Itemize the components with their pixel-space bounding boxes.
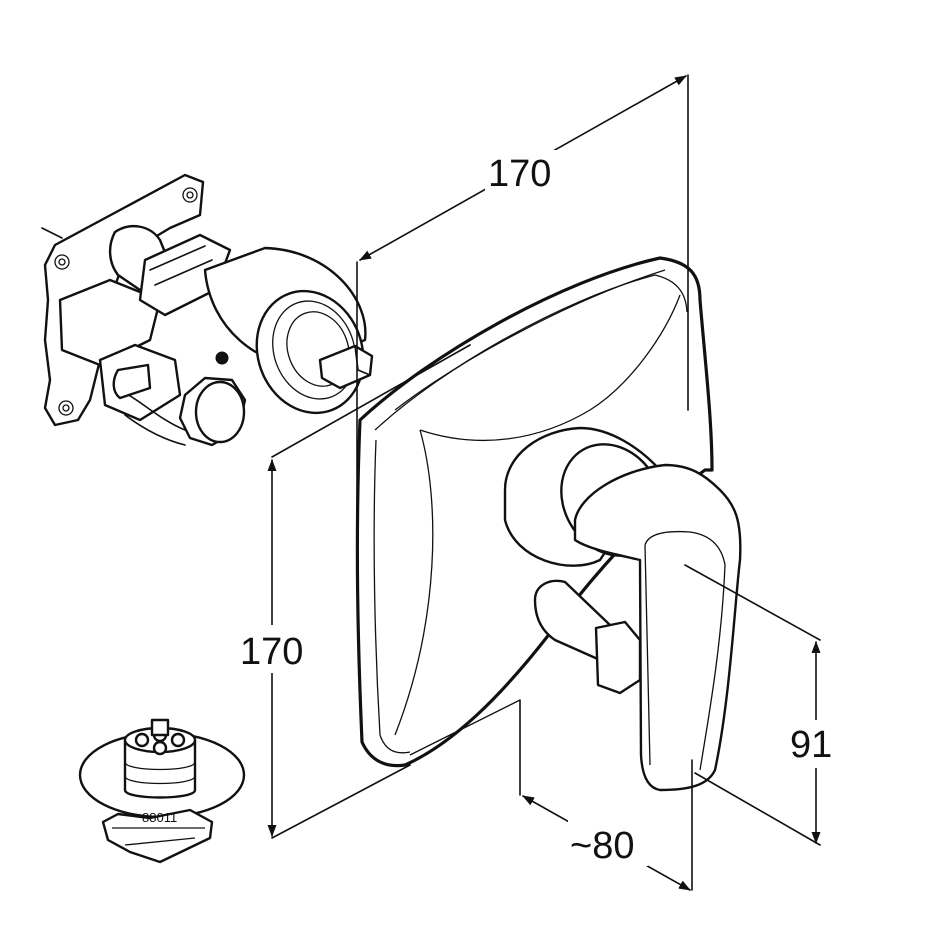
- height-dimension-label: 170: [240, 631, 303, 673]
- width-dimension-label: 170: [488, 153, 551, 195]
- accessory-part: [78, 718, 246, 864]
- lever-handle: [503, 426, 742, 792]
- accessory-part-label: 88011: [142, 810, 177, 825]
- lever-height-dimension-label: 91: [790, 724, 832, 766]
- depth-dimension-label: ~80: [570, 825, 634, 867]
- concealed-valve-body: [41, 173, 374, 447]
